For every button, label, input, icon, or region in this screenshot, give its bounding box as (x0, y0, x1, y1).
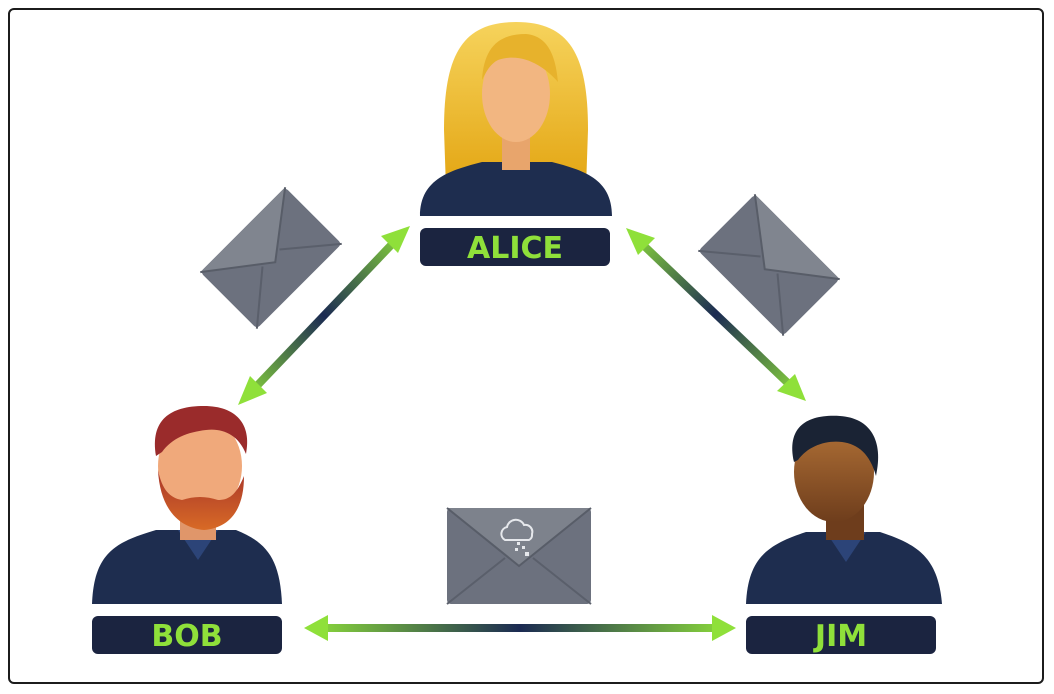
alice-name: ALICE (467, 231, 563, 266)
arrow-alice-jim (626, 228, 806, 401)
arrow-bob-jim (304, 615, 736, 641)
cloud-icon (500, 518, 534, 556)
jim-name: JIM (813, 619, 867, 654)
envelope-icon (446, 507, 592, 605)
bob-avatar (92, 406, 282, 604)
alice-label: ALICE (420, 228, 610, 266)
envelope-icon (200, 187, 342, 329)
jim-avatar (746, 415, 942, 604)
jim-label: JIM (746, 616, 936, 654)
arrow-alice-bob (238, 226, 410, 405)
bob-name: BOB (151, 619, 222, 654)
alice-avatar (420, 22, 612, 216)
bob-label: BOB (92, 616, 282, 654)
